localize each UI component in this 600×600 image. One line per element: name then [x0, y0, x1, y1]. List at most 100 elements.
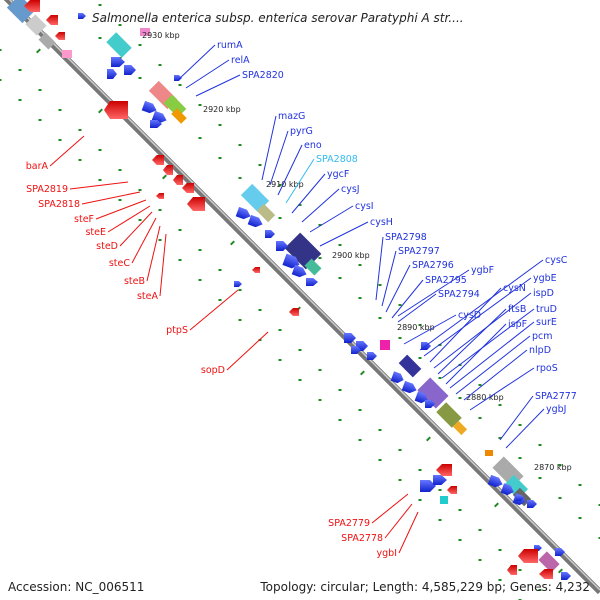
- gene-label: pyrG: [290, 126, 313, 137]
- track-dot: [178, 84, 182, 86]
- gene-label: ygbF: [471, 265, 494, 276]
- track-dot: [298, 379, 302, 381]
- forward-gene-arrow: [107, 69, 117, 79]
- track-dot: [418, 357, 422, 359]
- track-dot: [298, 204, 302, 206]
- callout-line: [131, 217, 157, 264]
- track-dot: [198, 249, 202, 251]
- forward-gene-arrow: [78, 13, 86, 19]
- callout-line: [403, 314, 457, 345]
- gene-label: steC: [109, 258, 131, 269]
- track-dot: [118, 169, 122, 171]
- genome-title: Salmonella enterica subsp. enterica sero…: [92, 11, 464, 25]
- gene-label: nlpD: [529, 345, 551, 356]
- gene-label: pcm: [532, 331, 553, 342]
- track-dot: [238, 144, 242, 146]
- track-dot: [18, 69, 22, 71]
- callout-line: [463, 349, 528, 401]
- forward-gene-arrow: [291, 264, 307, 278]
- reverse-gene-arrow: [156, 193, 164, 199]
- callout-line: [423, 277, 532, 357]
- callout-line: [384, 503, 413, 539]
- kbp-tick: 2870 kbp: [534, 463, 572, 472]
- callout-line: [301, 188, 340, 223]
- gene-label: SPA2794: [438, 289, 480, 300]
- track-dot: [0, 79, 2, 81]
- forward-gene-arrow: [401, 380, 417, 394]
- forward-callout-lines: [177, 44, 545, 449]
- forward-gene-arrow: [500, 483, 514, 496]
- forward-gene-arrow: [561, 572, 571, 580]
- track-dot: [378, 429, 382, 431]
- gene-label: ygbE: [533, 273, 557, 284]
- track-dot: [338, 244, 342, 246]
- callout-line: [469, 367, 535, 411]
- callout-line: [449, 321, 535, 389]
- gene-label: truD: [536, 304, 557, 315]
- gene-label: ispD: [533, 288, 554, 299]
- callout-line: [189, 289, 239, 331]
- forward-gene-arrow: [234, 281, 242, 287]
- track-dot: [278, 329, 282, 331]
- track-dot: [578, 517, 582, 519]
- track-dot: [58, 109, 62, 111]
- gene-label: surE: [536, 317, 557, 328]
- track-dot: [578, 484, 582, 486]
- track-dot: [78, 159, 82, 161]
- gene-label: sopD: [201, 365, 225, 376]
- forward-gene-arrow: [141, 100, 157, 114]
- track-dot: [138, 44, 142, 46]
- reverse-gene-arrow: [447, 486, 457, 494]
- reverse-gene-arrow: [507, 565, 517, 575]
- callout-line: [397, 269, 470, 317]
- reverse-gene-arrow: [104, 101, 128, 119]
- track-dot: [38, 89, 42, 91]
- reverse-gene-arrow: [24, 0, 40, 12]
- callout-line: [381, 250, 397, 307]
- gene-label: rpoS: [536, 363, 558, 374]
- track-dot: [378, 284, 382, 286]
- gene-label: SPA2797: [398, 246, 440, 257]
- gene-label: cysJ: [341, 184, 360, 195]
- gene-label: SPA2777: [535, 391, 577, 402]
- track-dot: [438, 344, 442, 346]
- track-dot: [138, 77, 142, 79]
- forward-gene-arrow: [111, 57, 125, 67]
- reverse-gene-arrows: [24, 0, 553, 579]
- topology-summary: Topology: circular; Length: 4,585,229 bp…: [260, 580, 590, 594]
- track-dot: [458, 397, 462, 399]
- track-dot: [518, 569, 522, 571]
- forward-gene-arrow: [276, 241, 288, 251]
- callout-line: [445, 323, 507, 385]
- forward-gene-arrow: [555, 548, 565, 556]
- track-dot: [78, 129, 82, 131]
- callout-line: [177, 44, 216, 81]
- gene-label: SPA2819: [26, 184, 68, 195]
- gene-label: SPA2779: [328, 518, 370, 529]
- kbp-tick: 2920 kbp: [203, 105, 241, 114]
- track-dot: [438, 489, 442, 491]
- track-dot: [398, 479, 402, 481]
- forward-gene-arrow: [306, 278, 318, 286]
- forward-gene-arrow: [433, 475, 447, 485]
- callout-line: [49, 135, 85, 167]
- track-dot: [58, 139, 62, 141]
- forward-gene-arrow: [174, 75, 182, 81]
- forward-gene-arrow: [282, 253, 300, 269]
- gene-label: SPA2778: [341, 533, 383, 544]
- kbp-tick: 2880 kbp: [466, 393, 504, 402]
- track-dot: [538, 444, 542, 446]
- reverse-callout-lines: [49, 135, 419, 554]
- track-dot: [198, 104, 202, 106]
- gene-label: SPA2818: [38, 199, 80, 210]
- tick-dash: [493, 502, 499, 508]
- tick-dash: [558, 568, 563, 574]
- track-dot: [38, 119, 42, 121]
- track-dot: [198, 279, 202, 281]
- forward-gene-arrow: [487, 474, 503, 488]
- forward-gene-arrow: [351, 346, 361, 354]
- callout-line: [261, 115, 277, 181]
- track-dot: [118, 24, 122, 26]
